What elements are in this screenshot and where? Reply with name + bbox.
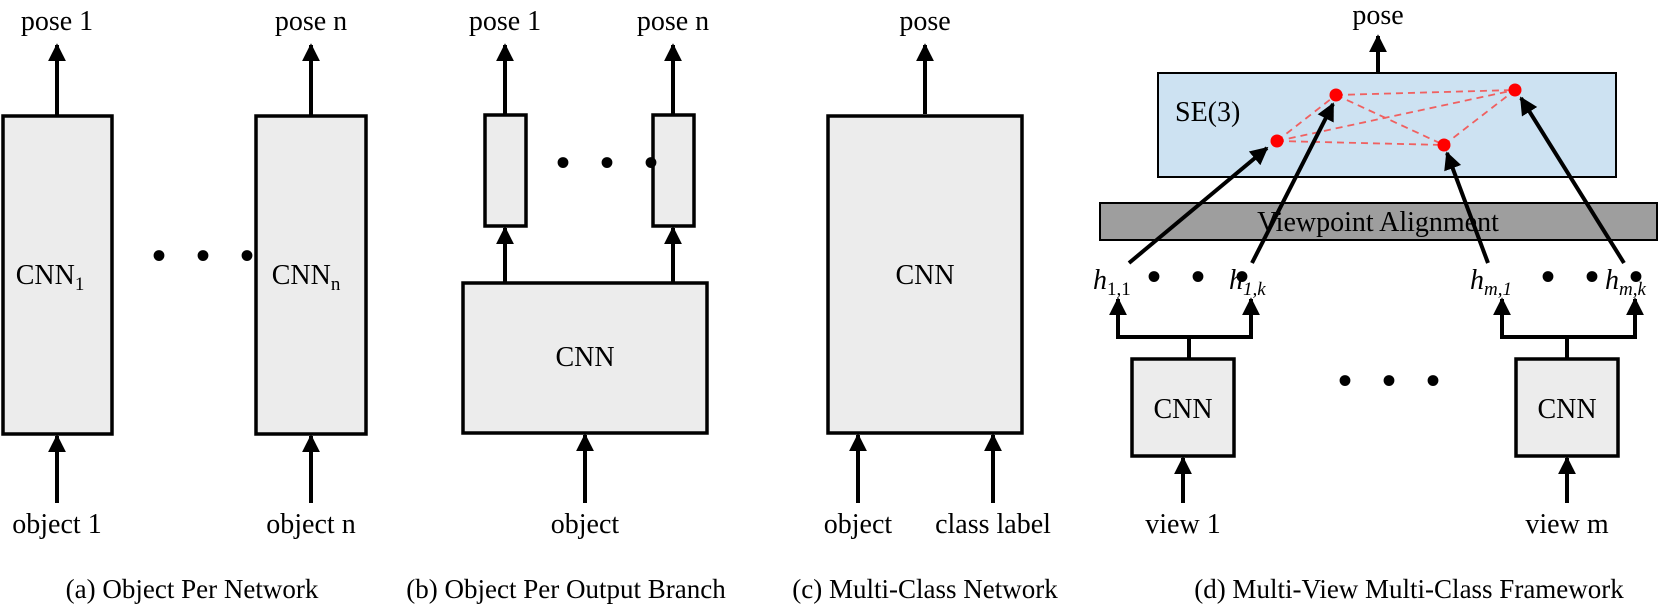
ellipsis-branches: • • • xyxy=(556,140,668,185)
hypothesis-h-m-k: hm,k xyxy=(1605,265,1646,300)
pose-hypothesis-point xyxy=(1437,138,1451,152)
cnn-trunk-label: CNN xyxy=(555,342,614,373)
branch-1-box xyxy=(483,113,528,228)
hypothesis-h-m-1: hm,1 xyxy=(1470,265,1512,300)
input-label-view-m: view m xyxy=(1525,509,1608,540)
input-label-class-label: class label xyxy=(935,509,1051,540)
output-label-pose-1: pose 1 xyxy=(469,6,541,37)
cnn-label: CNN xyxy=(895,260,954,291)
caption-a: (a) Object Per Network xyxy=(66,574,319,604)
hypothesis-h-1-1: h1,1 xyxy=(1093,265,1131,300)
panel-c: pose CNN object class label (c) Multi-Cl… xyxy=(792,6,1058,604)
cnn-view-m-box xyxy=(1514,357,1620,458)
output-label-pose-n: pose n xyxy=(637,6,709,37)
input-label-object: object xyxy=(551,509,620,540)
se3-label: SE(3) xyxy=(1175,97,1240,128)
input-label-object: object xyxy=(824,509,893,540)
cnn-n-label: CNNn xyxy=(272,260,341,295)
cnn-box xyxy=(826,114,1024,435)
arrow-h1k-to-point xyxy=(1250,102,1335,264)
caption-b: (b) Object Per Output Branch xyxy=(406,574,726,604)
arrow-cnnm-to-hmk xyxy=(1567,297,1644,339)
panel-a: pose 1 pose n CNN1 CNNn • • • object 1 o… xyxy=(1,6,368,604)
cnn-1-box xyxy=(1,114,114,436)
ellipsis-hypotheses-view1: • • • xyxy=(1147,254,1259,299)
pose-hypothesis-point xyxy=(1508,83,1522,97)
ellipsis-hypotheses-viewm: • • • xyxy=(1541,254,1653,299)
pose-hypothesis-point xyxy=(1270,134,1284,148)
input-label-object-n: object n xyxy=(266,509,355,540)
input-label-object-1: object 1 xyxy=(12,509,101,540)
output-label-pose: pose xyxy=(1352,0,1403,31)
hypothesis-h-1-k: h1,k xyxy=(1229,265,1266,300)
cnn-view-m-label: CNN xyxy=(1537,394,1596,425)
panel-d: pose SE(3) Viewpoint Alignment h1,1 h1,k xyxy=(1093,0,1658,604)
arrow-cnn1-to-h11 xyxy=(1109,297,1191,358)
output-label-pose-1: pose 1 xyxy=(21,6,93,37)
viewpoint-alignment-label: Viewpoint Alignment xyxy=(1257,207,1499,238)
arrow-cnnm-to-hm1 xyxy=(1493,297,1569,358)
cnn-view-1-label: CNN xyxy=(1153,394,1212,425)
cnn-trunk-box xyxy=(461,281,709,435)
input-label-view-1: view 1 xyxy=(1145,509,1220,540)
panel-b: pose 1 pose n • • • CNN object (b) Objec… xyxy=(406,6,726,604)
arrow-hmk-to-point xyxy=(1519,96,1626,265)
cnn-view-1-box xyxy=(1130,357,1236,458)
arrow-h11-to-point xyxy=(1127,146,1269,265)
arrow-cnn1-to-h1k xyxy=(1189,297,1260,339)
pose-hypothesis-point xyxy=(1329,88,1343,102)
ellipsis-views: • • • xyxy=(1338,358,1450,403)
caption-c: (c) Multi-Class Network xyxy=(792,574,1058,604)
output-label-pose: pose xyxy=(899,6,950,37)
cnn-1-label: CNN1 xyxy=(16,260,85,295)
cnn-n-box xyxy=(254,114,368,436)
caption-d: (d) Multi-View Multi-Class Framework xyxy=(1194,574,1624,604)
arrow-hm1-to-point xyxy=(1444,151,1490,264)
branch-n-box xyxy=(651,113,696,228)
output-label-pose-n: pose n xyxy=(275,6,347,37)
ellipsis-networks: • • • xyxy=(152,233,264,278)
